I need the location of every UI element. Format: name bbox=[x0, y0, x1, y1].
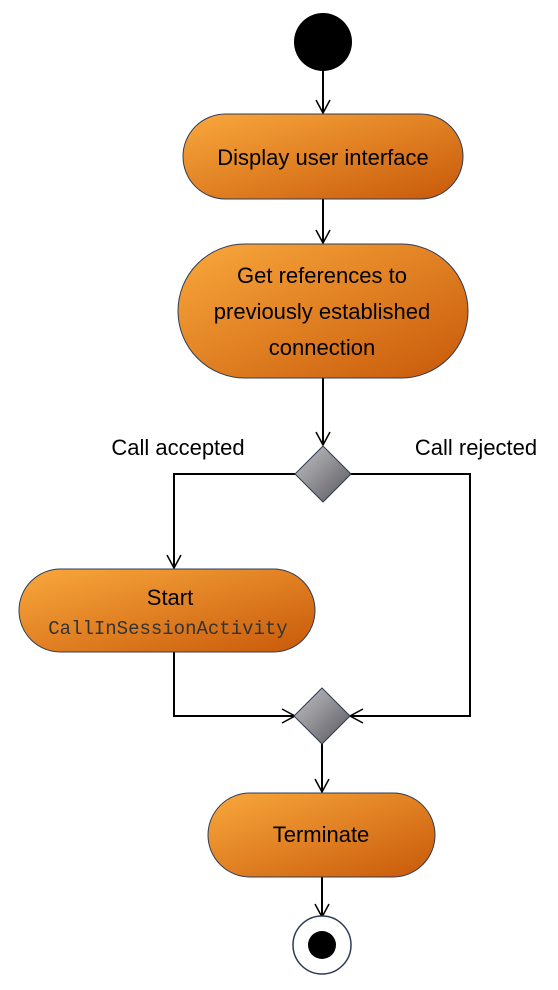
arrowhead bbox=[315, 431, 331, 447]
activity-label-line-1: Start bbox=[147, 585, 193, 610]
activity-label: Display user interface bbox=[217, 145, 429, 170]
activity-label-line-3: connection bbox=[269, 335, 375, 360]
guard-call-accepted: Call accepted bbox=[111, 435, 244, 460]
activity-shape bbox=[207, 792, 436, 878]
edge-start-to-merge bbox=[173, 652, 295, 717]
initial-node bbox=[294, 13, 352, 71]
activity-shape bbox=[182, 113, 464, 200]
activity-display-ui: Display user interface bbox=[182, 113, 464, 200]
activity-label: Terminate bbox=[273, 822, 370, 847]
activity-terminate: Terminate bbox=[207, 792, 436, 878]
edge-decision-to-merge-rejected bbox=[350, 473, 471, 717]
edge-decision-to-start bbox=[173, 473, 296, 568]
edges bbox=[166, 70, 471, 919]
activity-get-references: Get references to previously established… bbox=[177, 243, 469, 379]
final-node-dot bbox=[308, 931, 336, 959]
merge-node bbox=[293, 687, 351, 745]
arrowhead bbox=[314, 778, 330, 794]
arrowhead bbox=[166, 554, 182, 570]
decision-node bbox=[294, 445, 352, 503]
final-node bbox=[292, 915, 352, 975]
arrowhead bbox=[315, 229, 331, 245]
guard-call-rejected: Call rejected bbox=[415, 435, 537, 460]
activity-start-call: Start CallInSessionActivity bbox=[18, 568, 316, 653]
activity-label-line-1: Get references to bbox=[237, 263, 407, 288]
activity-shape bbox=[18, 568, 316, 653]
activity-shape bbox=[177, 243, 469, 379]
activity-label-line-2: previously established bbox=[214, 299, 430, 324]
activity-label-line-2: CallInSessionActivity bbox=[48, 618, 287, 640]
arrowhead bbox=[315, 99, 331, 115]
